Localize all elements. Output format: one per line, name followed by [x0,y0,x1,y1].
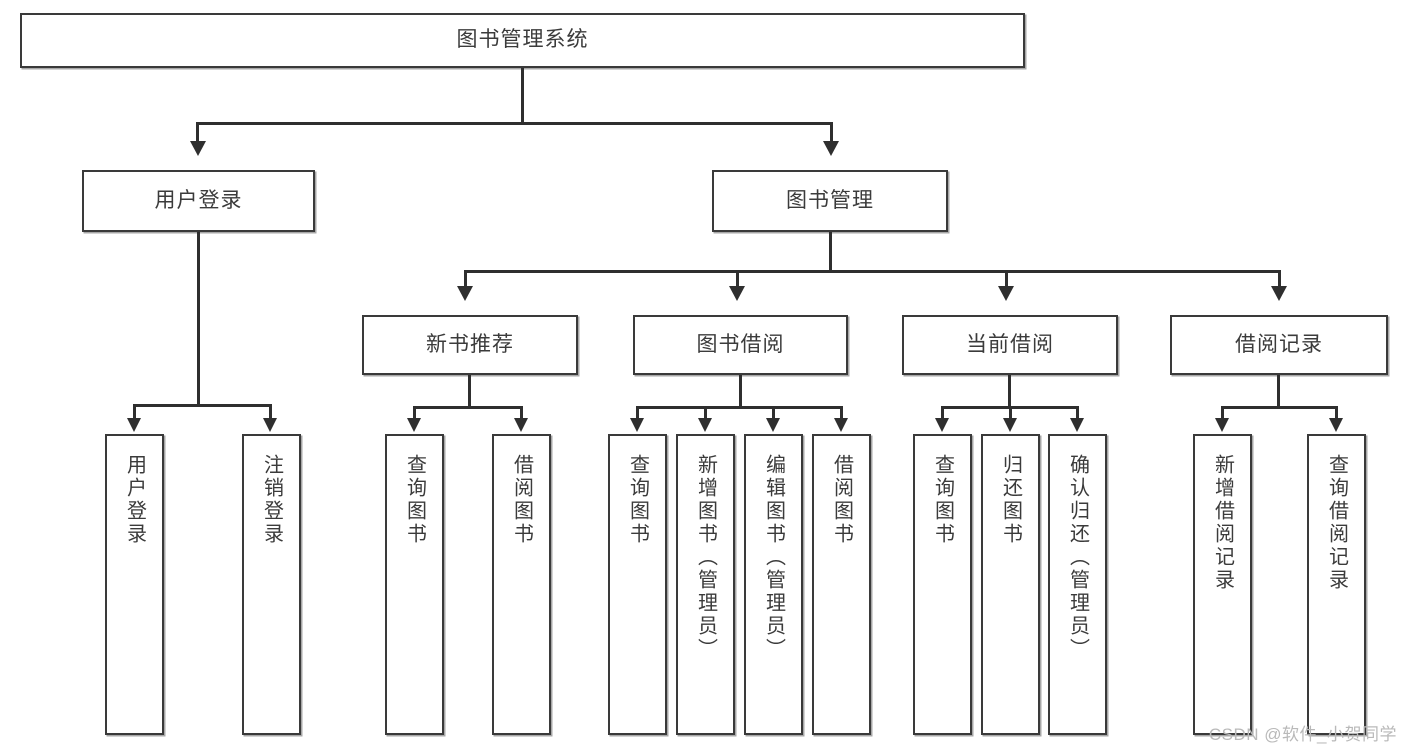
connector-root-drop-left [196,122,199,143]
leaf-query-book-3[interactable]: 查询图书 [913,434,972,735]
connector-book-management-stem [829,232,832,272]
connector-nbr-drop-1 [413,406,416,420]
arrowhead-to-new-book-recommend [457,286,473,301]
connector-bm-drop-2 [736,270,739,288]
csdn-watermark: CSDN @软件_小贺同学 [1208,725,1397,744]
leaf-add-book[interactable]: 新增图书（管理员） [676,434,735,735]
leaf-query-book-2[interactable]: 查询图书 [608,434,667,735]
leaf-return-book[interactable]: 归还图书 [981,434,1040,735]
leaf-query-borrow-record[interactable]: 查询借阅记录 [1307,434,1366,735]
arrowhead-leaf-borrow-book-2 [834,418,848,432]
arrowhead-leaf-return-book [1003,418,1017,432]
node-label: 用户登录 [123,454,146,546]
arrowhead-leaf-logout-login [263,418,277,432]
connector-nbr-stem [468,375,471,408]
leaf-add-borrow-record[interactable]: 新增借阅记录 [1193,434,1252,735]
leaf-query-book-1[interactable]: 查询图书 [385,434,444,735]
connector-book-management-bus [464,270,1281,273]
node-label: 借阅记录 [1235,332,1323,356]
arrowhead-to-user-login [190,141,206,156]
node-label: 图书管理 [786,188,874,212]
connector-nbr-bus [413,406,523,409]
arrowhead-leaf-edit-book [766,418,780,432]
connector-cb-drop-3 [1076,406,1079,420]
node-label: 新增图书（管理员） [694,454,717,661]
connector-bm-drop-1 [464,270,467,288]
node-label: 新增借阅记录 [1211,454,1234,592]
node-root-book-management-system[interactable]: 图书管理系统 [20,13,1025,68]
connector-nbr-drop-2 [520,406,523,420]
node-label: 确认归还（管理员） [1066,454,1089,661]
arrowhead-leaf-add-borrow-record [1215,418,1229,432]
connector-user-login-stem [197,232,200,406]
arrowhead-to-book-borrow [729,286,745,301]
connector-bm-drop-4 [1278,270,1281,288]
connector-br-stem [1277,375,1280,408]
node-label: 注销登录 [260,454,283,546]
connector-br-drop-2 [1335,406,1338,420]
connector-bb-bus [636,406,843,409]
node-label: 图书管理系统 [456,28,589,52]
leaf-logout-login[interactable]: 注销登录 [242,434,301,735]
connector-user-login-bus [133,404,269,407]
connector-cb-drop-1 [941,406,944,420]
connector-br-drop-1 [1221,406,1224,420]
connector-bb-drop-2 [704,406,707,420]
arrowhead-leaf-confirm-return [1070,418,1084,432]
node-label: 当前借阅 [966,332,1054,356]
connector-cb-stem [1008,375,1011,408]
node-borrow-record[interactable]: 借阅记录 [1170,315,1388,375]
arrowhead-to-borrow-record [1271,286,1287,301]
node-label: 归还图书 [999,454,1022,546]
node-label: 编辑图书（管理员） [762,454,785,661]
connector-root-bus [196,122,833,125]
leaf-borrow-book-1[interactable]: 借阅图书 [492,434,551,735]
arrowhead-leaf-query-book-3 [935,418,949,432]
node-label: 查询图书 [626,454,649,546]
node-current-borrow[interactable]: 当前借阅 [902,315,1118,375]
leaf-confirm-return[interactable]: 确认归还（管理员） [1048,434,1107,735]
node-new-book-recommend[interactable]: 新书推荐 [362,315,578,375]
arrowhead-to-current-borrow [998,286,1014,301]
node-user-login[interactable]: 用户登录 [82,170,315,232]
arrowhead-leaf-borrow-book-1 [514,418,528,432]
node-label: 查询图书 [403,454,426,546]
leaf-edit-book[interactable]: 编辑图书（管理员） [744,434,803,735]
connector-bb-drop-3 [772,406,775,420]
node-label: 查询借阅记录 [1325,454,1348,592]
arrowhead-leaf-query-borrow-record [1329,418,1343,432]
leaf-borrow-book-2[interactable]: 借阅图书 [812,434,871,735]
node-book-borrow[interactable]: 图书借阅 [633,315,848,375]
node-book-management[interactable]: 图书管理 [712,170,948,232]
arrowhead-leaf-add-book [698,418,712,432]
connector-bb-drop-1 [636,406,639,420]
connector-root-stem [521,68,524,122]
leaf-user-login[interactable]: 用户登录 [105,434,164,735]
node-label: 用户登录 [154,188,243,212]
connector-bm-drop-3 [1005,270,1008,288]
connector-user-login-drop-2 [269,404,272,420]
connector-cb-drop-2 [1009,406,1012,420]
connector-br-bus [1221,406,1338,409]
node-label: 借阅图书 [830,454,853,546]
node-label: 查询图书 [931,454,954,546]
node-label: 新书推荐 [426,332,514,356]
connector-user-login-drop-1 [133,404,136,420]
connector-bb-stem [739,375,742,408]
node-label: 图书借阅 [696,332,785,356]
arrowhead-to-book-management [823,141,839,156]
arrowhead-leaf-user-login [127,418,141,432]
connector-root-drop-right [830,122,833,143]
node-label: 借阅图书 [510,454,533,546]
connector-bb-drop-4 [840,406,843,420]
arrowhead-leaf-query-book-2 [630,418,644,432]
arrowhead-leaf-query-book-1 [407,418,421,432]
